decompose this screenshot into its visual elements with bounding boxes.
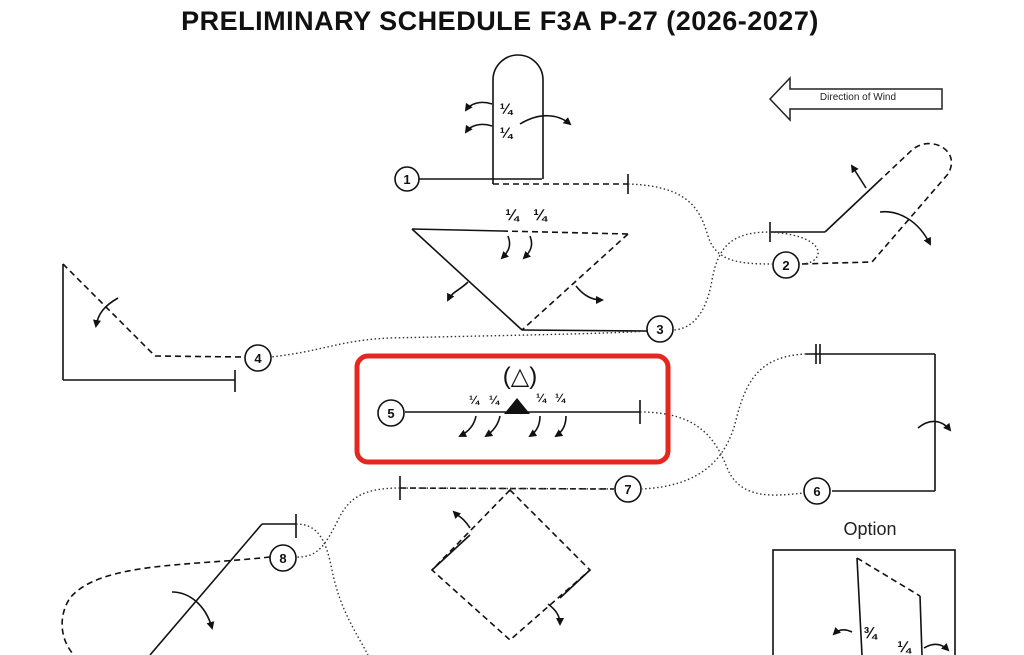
fraction-label: ¼ [500,101,514,118]
fraction-label: ¼ [500,125,514,142]
svg-text:3: 3 [656,322,663,337]
maneuver-number-8: 8 [269,544,297,572]
fraction-label: ¾ [863,625,878,642]
svg-text:7: 7 [624,482,631,497]
page-title: PRELIMINARY SCHEDULE F3A P-27 (2026-2027… [181,6,819,36]
maneuver-3-figure [411,228,649,332]
maneuver-5-symbol: (△) [503,363,537,390]
wind-label: Direction of Wind [820,92,896,103]
maneuver-2-figure [769,142,953,265]
fraction-label: ¼ [505,207,520,224]
option-label: Option [843,519,896,539]
connector-paths [269,183,819,655]
roll-fraction-labels: ¼ ¼ ¼ ¼ ¼ ¼ ¼ ¼ ¾ ¼ [469,101,912,655]
maneuver-number-5: 5 [377,399,405,427]
svg-text:1: 1 [403,172,410,187]
maneuver-7-figure [399,476,615,642]
maneuver-5-highlight-box [354,353,671,465]
fraction-label: ¼ [469,393,480,407]
maneuver-1-figure [419,54,629,194]
fraction-label: ¼ [555,391,566,405]
svg-text:8: 8 [279,551,286,566]
svg-text:5: 5 [387,406,394,421]
svg-text:6: 6 [813,484,820,499]
maneuver-number-1: 1 [394,166,420,192]
svg-text:4: 4 [254,351,262,366]
option-figure [772,549,956,655]
maneuver-4-figure [62,263,245,392]
fraction-label: ¼ [533,207,548,224]
maneuver-number-4: 4 [244,344,272,372]
svg-text:2: 2 [782,258,789,273]
fraction-label: ¼ [897,639,912,655]
maneuver-8-figure [61,514,297,655]
maneuver-number-6: 6 [803,477,831,505]
wind-direction-arrow: Direction of Wind [768,76,943,122]
maneuver-5-figure [405,398,641,438]
maneuver-number-7: 7 [614,475,642,503]
maneuver-number-3: 3 [646,315,674,343]
maneuver-6-figure [806,344,952,492]
fraction-label: ¼ [536,391,547,405]
fraction-label: ¼ [489,393,500,407]
maneuver-number-2: 2 [772,251,800,279]
